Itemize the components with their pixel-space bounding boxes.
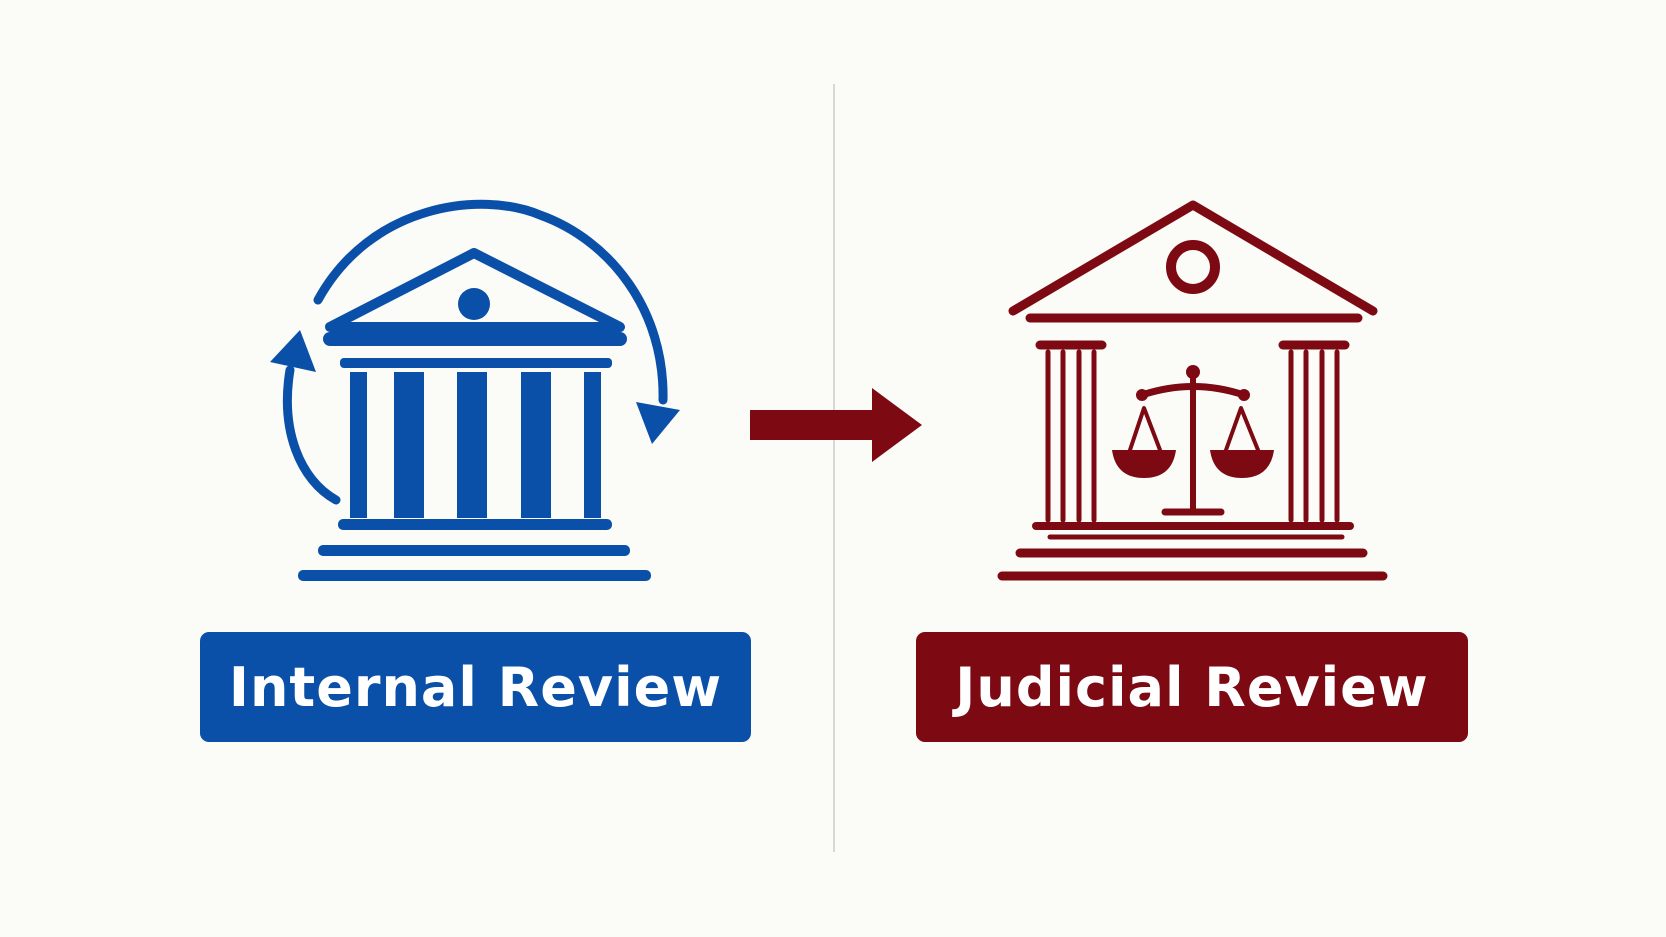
center-divider — [833, 84, 835, 852]
internal-review-text: Internal Review — [228, 655, 723, 719]
judicial-review-label: Judicial Review — [916, 632, 1468, 742]
judicial-review-text: Judicial Review — [955, 655, 1429, 719]
internal-review-label: Internal Review — [200, 632, 751, 742]
